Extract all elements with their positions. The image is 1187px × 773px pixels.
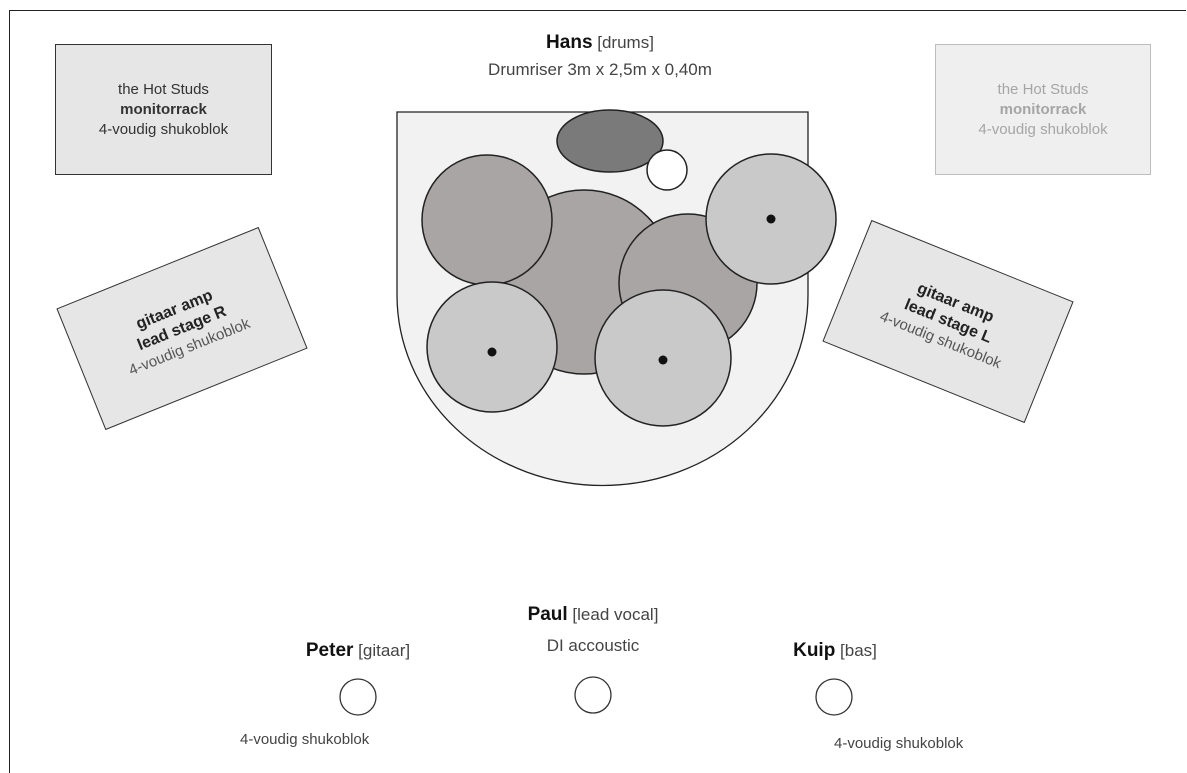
guitar-name: Peter: [305, 640, 354, 661]
cymbal-right-center: [766, 214, 776, 224]
mic-position-vocal: [574, 676, 612, 714]
small-tom: [646, 149, 688, 191]
mic-position-guitar: [339, 678, 377, 716]
monitorrack-right-title: monitorrack: [999, 100, 1087, 118]
monitorrack-right-band: the Hot Studs: [997, 80, 1089, 98]
vocal-name: Paul: [527, 604, 568, 625]
page-frame: [9, 10, 1186, 773]
bass-power: 4-voudig shukoblok: [834, 735, 964, 752]
monitorrack-left-title: monitorrack: [120, 100, 207, 118]
monitorrack-left-power: 4-voudig shukoblok: [98, 120, 229, 138]
monitorrack-right: the Hot Studs monitorrack 4-voudig shuko…: [935, 44, 1151, 175]
guitar-label: Peter [gitaar]: [258, 640, 458, 662]
bass-label: Kuip [bas]: [735, 640, 935, 662]
vocal-note: DI accoustic: [546, 636, 640, 655]
drums-name: Hans: [546, 32, 593, 53]
drums-role: [drums]: [597, 33, 654, 52]
snare-drum: [556, 109, 664, 173]
cymbal-center-center: [658, 355, 668, 365]
bass-name: Kuip: [793, 640, 836, 661]
cymbal-left: [426, 281, 558, 413]
rack-tom: [421, 154, 553, 286]
cymbal-left-center: [487, 347, 497, 357]
monitorrack-left-band: the Hot Studs: [118, 80, 209, 98]
vocal-label: Paul [lead vocal]: [478, 604, 708, 626]
monitorrack-right-power: 4-voudig shukoblok: [978, 120, 1108, 138]
guitar-role: [gitaar]: [358, 641, 411, 660]
bass-role: [bas]: [840, 641, 877, 660]
mic-position-bass: [815, 678, 853, 716]
monitorrack-left: the Hot Studs monitorrack 4-voudig shuko…: [55, 44, 272, 175]
drums-label: Hans [drums]: [450, 32, 750, 54]
guitar-power: 4-voudig shukoblok: [240, 731, 370, 748]
vocal-role: [lead vocal]: [572, 605, 659, 624]
drumriser-label: Drumriser 3m x 2,5m x 0,40m: [488, 60, 712, 79]
